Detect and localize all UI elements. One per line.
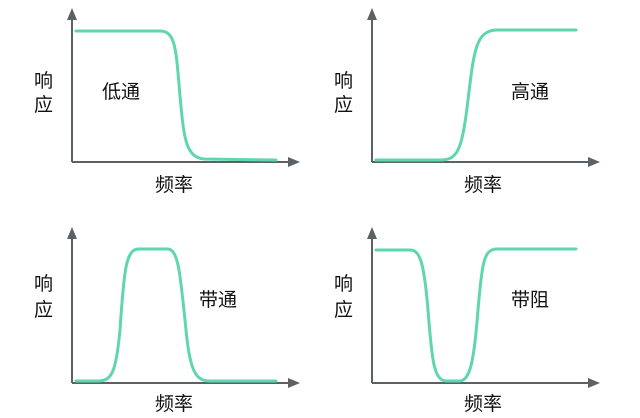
response-curve-band-pass (74, 247, 278, 383)
y-label-top: 响 (334, 273, 353, 295)
x-label: 频率 (464, 174, 502, 196)
panel-title: 带通 (199, 289, 237, 311)
y-label-top: 响 (34, 273, 53, 295)
panel-band-pass: 响 应 带通 频率 (34, 227, 300, 415)
y-label-top: 响 (334, 70, 353, 92)
x-label: 频率 (155, 393, 193, 415)
y-label-bottom: 应 (334, 299, 353, 321)
panel-low-pass: 响 应 低通 频率 (34, 8, 300, 196)
y-label-bottom: 应 (34, 299, 53, 321)
y-axis-arrow (367, 227, 377, 239)
response-curve-band-stop (374, 247, 578, 383)
response-curve-high-pass (374, 28, 578, 162)
y-label-bottom: 应 (34, 94, 53, 116)
x-axis-arrow (588, 378, 600, 388)
x-label: 频率 (155, 174, 193, 196)
x-label: 频率 (464, 393, 502, 415)
x-axis-arrow (288, 378, 300, 388)
panel-title: 高通 (511, 81, 549, 103)
y-axis-arrow (367, 8, 377, 20)
panel-band-stop: 响 应 带阻 频率 (334, 227, 600, 415)
y-axis-arrow (67, 8, 77, 20)
panel-title: 带阻 (511, 289, 549, 311)
x-axis-arrow (288, 157, 300, 167)
y-label-top: 响 (34, 70, 53, 92)
panel-high-pass: 响 应 高通 频率 (334, 8, 600, 196)
panel-title: 低通 (102, 81, 140, 103)
y-label-bottom: 应 (334, 94, 353, 116)
x-axis-arrow (588, 157, 600, 167)
response-curve-low-pass (74, 29, 278, 162)
y-axis-arrow (67, 227, 77, 239)
